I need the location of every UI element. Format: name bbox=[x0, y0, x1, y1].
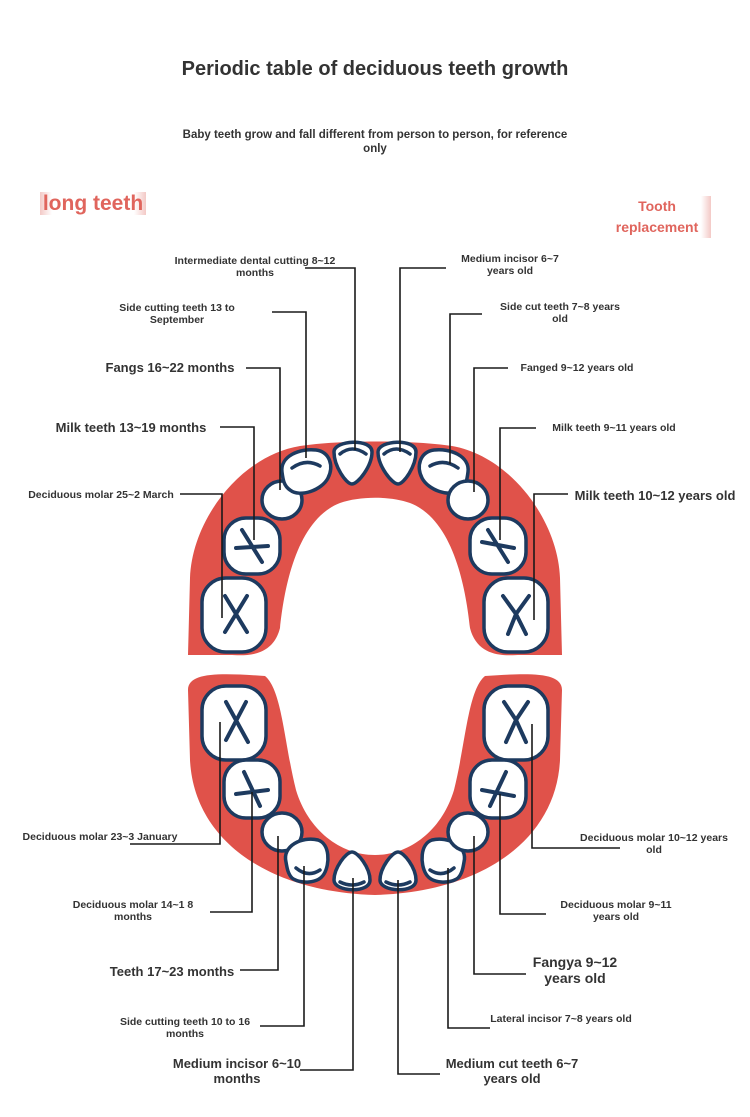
upper-left-molar-2 bbox=[200, 576, 268, 654]
lower-left-canine bbox=[260, 811, 304, 853]
leader-ll-1 bbox=[130, 722, 221, 845]
leader-lines bbox=[130, 267, 620, 1075]
leader-lr-4 bbox=[447, 868, 490, 1029]
leader-ul-2 bbox=[272, 311, 307, 458]
label-upper-right-central-incisor: Medium incisor 6~7 years old bbox=[461, 253, 559, 277]
leader-lr-5 bbox=[397, 880, 440, 1075]
tooth-replacement-tag: Tooth replacement bbox=[603, 196, 711, 238]
leader-lr-3 bbox=[473, 836, 526, 975]
leader-lr-2 bbox=[499, 794, 546, 915]
lower-right-molar-1 bbox=[468, 758, 528, 820]
page-title: Periodic table of deciduous teeth growth bbox=[181, 58, 569, 80]
label-upper-left-central-incisor: Intermediate dental cutting 8~12 months bbox=[174, 255, 336, 279]
lower-left-central-incisor bbox=[332, 850, 372, 892]
leader-lr-1 bbox=[531, 724, 620, 849]
lower-left-lateral-incisor bbox=[283, 837, 330, 884]
leader-ll-3 bbox=[240, 836, 279, 971]
leader-ur-1 bbox=[399, 267, 446, 452]
page-subtitle: Baby teeth grow and fall different from … bbox=[182, 129, 568, 155]
lower-left-molar-1 bbox=[222, 758, 282, 820]
leader-ul-1 bbox=[305, 267, 356, 450]
upper-left-molar-1 bbox=[222, 516, 282, 576]
leader-ur-5 bbox=[533, 493, 568, 620]
upper-left-central-incisor bbox=[332, 440, 374, 486]
leader-ul-4 bbox=[220, 426, 255, 540]
label-lower-left-molar-1: Deciduous molar 14~1 8 months bbox=[72, 899, 194, 923]
upper-right-molar-2 bbox=[482, 576, 550, 654]
label-upper-left-molar-1: Milk teeth 13~19 months bbox=[55, 420, 207, 435]
leader-ul-3 bbox=[246, 367, 281, 490]
label-lower-right-molar-1: Deciduous molar 9~11 years old bbox=[560, 899, 672, 923]
long-teeth-tag: long teeth bbox=[40, 192, 146, 215]
label-lower-right-canine: Fangya 9~12 years old bbox=[532, 954, 618, 986]
leader-ur-2 bbox=[449, 313, 482, 464]
label-lower-left-canine: Teeth 17~23 months bbox=[109, 964, 235, 979]
leader-ur-3 bbox=[473, 367, 508, 492]
label-upper-right-molar-2: Milk teeth 10~12 years old bbox=[574, 488, 736, 503]
label-upper-right-molar-1: Milk teeth 9~11 years old bbox=[552, 422, 676, 434]
leader-ur-4 bbox=[499, 427, 536, 540]
lower-right-lateral-incisor bbox=[420, 837, 467, 884]
leader-ll-4 bbox=[260, 866, 305, 1027]
label-upper-left-molar-2: Deciduous molar 25~2 March bbox=[28, 489, 174, 501]
label-upper-left-lateral-incisor: Side cutting teeth 13 to September bbox=[119, 302, 235, 326]
label-lower-right-lateral-incisor: Lateral incisor 7~8 years old bbox=[490, 1013, 632, 1025]
leader-ll-5 bbox=[300, 878, 354, 1071]
label-upper-right-canine: Fanged 9~12 years old bbox=[520, 362, 634, 374]
upper-right-canine bbox=[446, 479, 490, 521]
lower-right-molar-2 bbox=[482, 684, 550, 762]
upper-right-central-incisor bbox=[376, 440, 418, 486]
label-lower-right-molar-2: Deciduous molar 10~12 years old bbox=[580, 832, 728, 856]
label-upper-left-canine: Fangs 16~22 months bbox=[105, 360, 235, 375]
leader-ll-2 bbox=[210, 792, 253, 913]
label-lower-left-lateral-incisor: Side cutting teeth 10 to 16 months bbox=[119, 1016, 251, 1040]
upper-left-lateral-incisor bbox=[280, 447, 333, 495]
label-lower-left-central-incisor: Medium incisor 6~10 months bbox=[172, 1056, 302, 1086]
label-lower-right-central-incisor: Medium cut teeth 6~7 years old bbox=[445, 1056, 579, 1086]
lower-right-canine bbox=[446, 811, 490, 853]
label-upper-right-lateral-incisor: Side cut teeth 7~8 years old bbox=[500, 301, 620, 325]
label-lower-left-molar-2: Deciduous molar 23~3 January bbox=[22, 831, 178, 843]
lower-left-molar-2 bbox=[200, 684, 268, 762]
leader-ul-5 bbox=[180, 493, 223, 618]
upper-right-molar-1 bbox=[468, 516, 528, 576]
